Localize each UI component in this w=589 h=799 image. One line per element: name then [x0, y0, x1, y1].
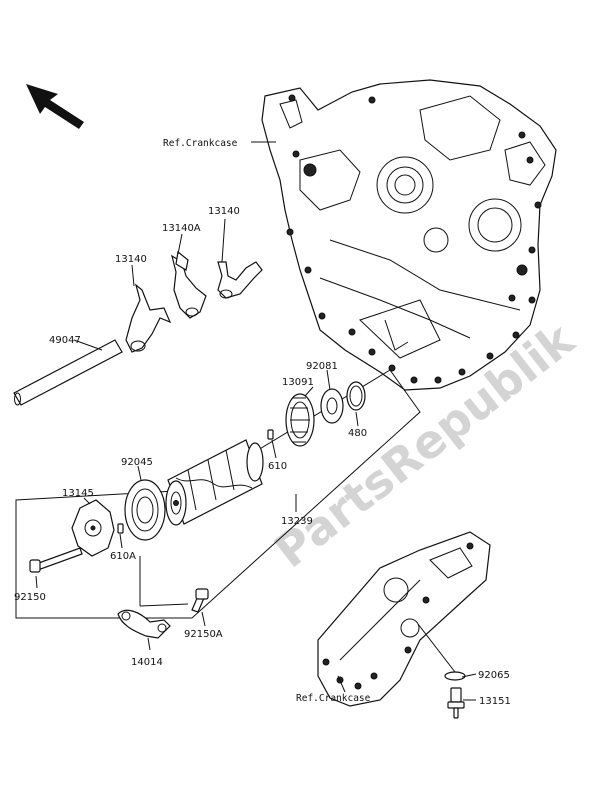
pin-610a [117, 523, 124, 534]
part-label-610: 610 [268, 461, 287, 472]
part-label-92045: 92045 [121, 457, 153, 468]
part-label-92065: 92065 [478, 670, 510, 681]
shift-fork-13140-front [217, 261, 263, 299]
part-label-92150a: 92150A [184, 629, 223, 640]
washer-92081 [320, 388, 344, 424]
part-label-14014: 14014 [131, 657, 163, 668]
pin-610 [267, 429, 274, 440]
shift-drum-cam-13145 [71, 499, 115, 557]
bearing-92045 [124, 479, 166, 541]
bolt-92150a [191, 588, 209, 613]
washer-92065 [444, 671, 466, 681]
front-direction-arrow-icon [26, 84, 84, 129]
neutral-switch-13151 [447, 687, 465, 719]
part-label-13145: 13145 [62, 488, 94, 499]
part-label-13151: 13151 [479, 696, 511, 707]
leader-lines [35, 141, 477, 701]
shift-fork-13140a [171, 250, 207, 319]
bolt-92150 [29, 547, 83, 573]
ref-crankcase-bottom-label: Ref.Crankcase [296, 693, 371, 704]
shift-fork-13140-rear [125, 283, 172, 353]
fork-shaft-49047 [13, 339, 123, 406]
needle-bearing-13091 [285, 393, 315, 447]
part-label-610a: 610A [110, 551, 136, 562]
part-label-92150: 92150 [14, 592, 46, 603]
shift-drum-13239 [165, 439, 264, 526]
part-label-49047: 49047 [49, 335, 81, 346]
part-label-13239: 13239 [281, 516, 313, 527]
ref-crankcase-top-label: Ref.Crankcase [163, 138, 238, 149]
circlip-480 [346, 381, 366, 411]
part-label-13091: 13091 [282, 377, 314, 388]
part-label-480: 480 [348, 428, 367, 439]
part-label-13140-front: 13140 [208, 206, 240, 217]
stopper-lever-14014 [117, 609, 171, 639]
part-labels: Ref.Crankcase 13140 13140A 13140 49047 9… [14, 138, 511, 707]
part-label-13140a: 13140A [162, 223, 201, 234]
part-label-13140-rear: 13140 [115, 254, 147, 265]
crankcase-upper-drawing [261, 79, 557, 391]
crankcase-lower-drawing [317, 531, 491, 707]
part-label-92081: 92081 [306, 361, 338, 372]
